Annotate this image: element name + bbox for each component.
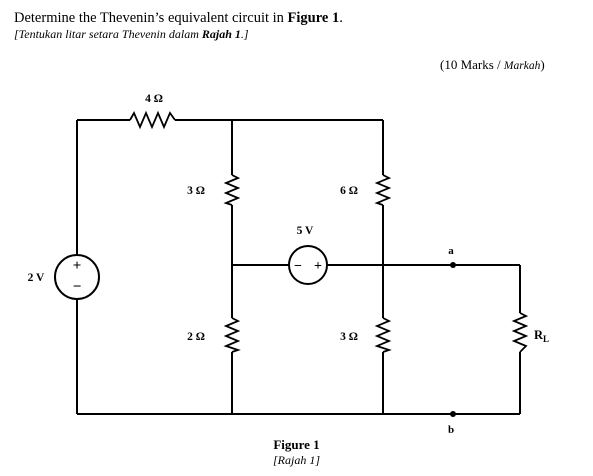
wires xyxy=(76,119,521,415)
source-2v-plus: + xyxy=(73,258,82,274)
label-r-right-upper: 6 Ω xyxy=(340,185,358,197)
resistor-3ohm-mid-upper xyxy=(223,174,241,206)
question-subtitle-prefix: [Tentukan litar setara Thevenin dalam xyxy=(14,27,202,41)
question-title-suffix: . xyxy=(339,10,343,26)
source-2v-minus: − xyxy=(73,279,82,295)
question-subtitle-figure: Rajah 1 xyxy=(201,27,241,41)
label-node-a: a xyxy=(448,245,454,257)
question-subtitle-suffix: .] xyxy=(240,27,249,41)
label-r-mid-lower: 2 Ω xyxy=(187,331,205,343)
source-5v-plus: + xyxy=(314,259,322,274)
label-load-sub: L xyxy=(543,334,549,344)
label-load-r: R xyxy=(534,328,544,342)
source-5v-minus: − xyxy=(294,259,302,274)
question-title: Determine the Thevenin’s equivalent circ… xyxy=(14,10,343,27)
source-2v-circle xyxy=(54,254,100,300)
question-title-prefix: Determine the Thevenin’s equivalent circ… xyxy=(14,10,288,26)
voltage-source-2v: + − xyxy=(54,254,100,300)
marks-close: ) xyxy=(540,57,545,72)
label-r-mid-upper: 3 Ω xyxy=(187,185,205,197)
source-5v-circle xyxy=(288,245,328,285)
question-subtitle: [Tentukan litar setara Thevenin dalam Ra… xyxy=(14,27,249,42)
label-r-right-lower: 3 Ω xyxy=(340,331,358,343)
question-title-figure: Figure 1 xyxy=(287,10,340,26)
resistor-4ohm xyxy=(129,110,176,130)
label-r-top: 4 Ω xyxy=(145,93,163,105)
label-load: RL xyxy=(534,328,549,344)
resistor-2ohm-mid-lower xyxy=(223,317,241,353)
label-source-2v: 2 V xyxy=(28,272,45,284)
resistor-3ohm-right-lower xyxy=(374,317,392,353)
marks-text: (10 Marks / xyxy=(440,57,504,72)
voltage-source-5v: − + xyxy=(288,245,328,285)
marks-label: (10 Marks / Markah) xyxy=(440,57,545,73)
marks-italic: Markah xyxy=(503,60,541,72)
node-b-dot xyxy=(450,411,456,417)
node-a-dot xyxy=(450,262,456,268)
resistor-6ohm-right-upper xyxy=(374,174,392,206)
figure-caption-rajah: [Rajah 1] xyxy=(272,453,320,467)
label-source-5v: 5 V xyxy=(297,225,314,237)
resistor-load xyxy=(511,312,529,353)
label-node-b: b xyxy=(448,424,454,436)
figure-caption: Figure 1 xyxy=(273,437,320,452)
